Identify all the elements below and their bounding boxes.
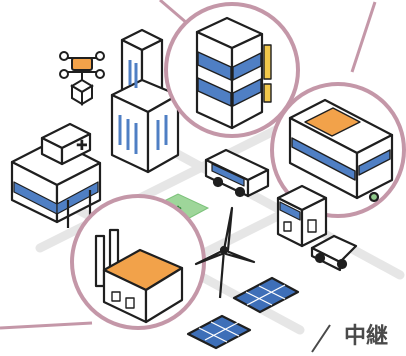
office-tower-icon — [110, 28, 180, 174]
house-icon — [276, 184, 328, 248]
hospital-icon: ✚ — [10, 122, 102, 228]
drone-icon — [59, 51, 105, 106]
car-icon — [310, 234, 358, 272]
caption-leader — [311, 324, 331, 353]
bus-icon — [204, 148, 270, 198]
building-right-icon — [270, 82, 406, 218]
wind-turbine-icon — [194, 206, 256, 299]
svg-text:✚: ✚ — [76, 138, 88, 154]
factory-icon — [70, 194, 206, 330]
data-center-icon — [164, 2, 300, 138]
caption-text: 中継 — [344, 324, 389, 349]
solar-panel-icon — [186, 276, 300, 350]
